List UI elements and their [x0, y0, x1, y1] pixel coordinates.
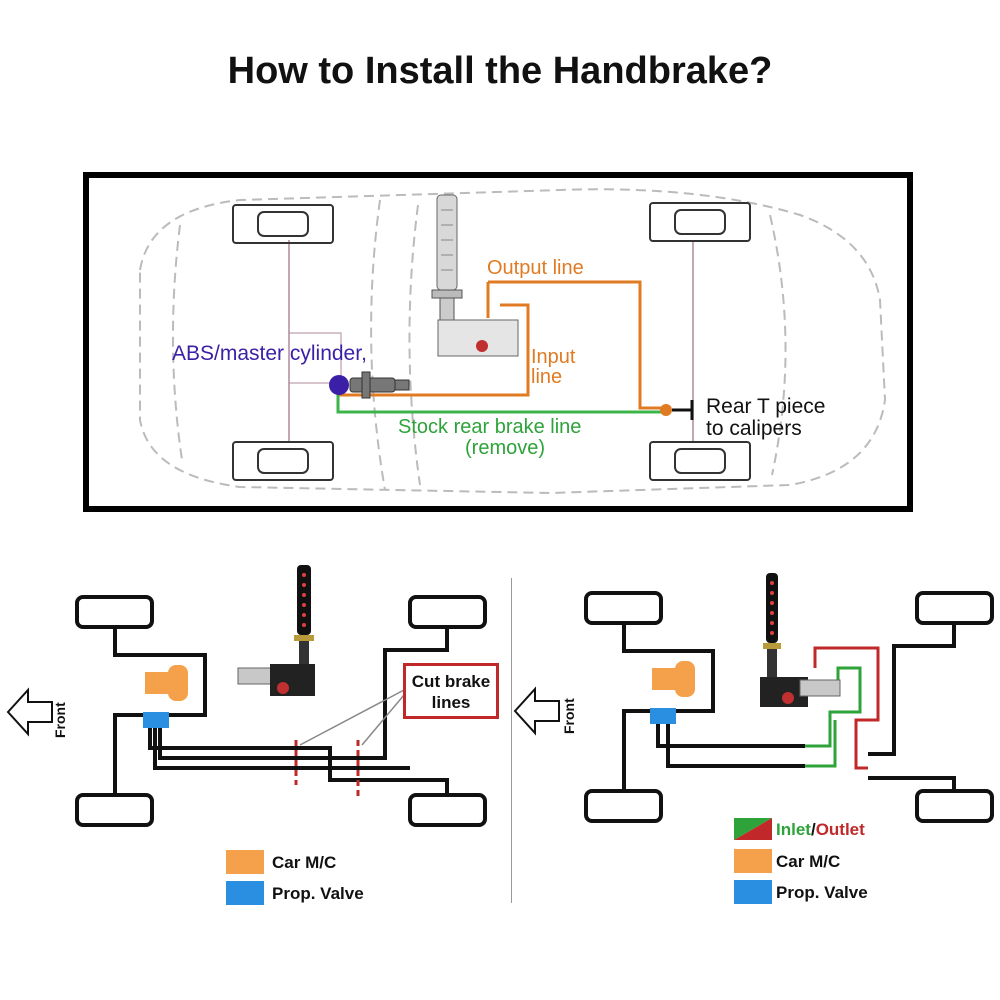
car-outline [139, 188, 887, 495]
br-legend-car-mc-label: Car M/C [776, 852, 841, 871]
output-line-label: Output line [487, 257, 584, 279]
abs-master-cylinder-icon [329, 375, 349, 395]
br-outlet-line [813, 646, 880, 770]
bl-legend-car-mc-swatch [226, 850, 264, 874]
br-inlet-line [805, 666, 862, 748]
wheel-rear-right [649, 441, 751, 481]
wheel-front-left [232, 204, 334, 244]
br-legend-car-mc-swatch [734, 849, 772, 873]
inlet-label: Inlet [776, 820, 811, 839]
bl-wheel-fl [75, 595, 154, 629]
wheel-front-right [232, 441, 334, 481]
br-wheel-rr [915, 789, 994, 823]
input-line-label: Input line [531, 346, 576, 388]
bl-cut-pointers [299, 689, 405, 746]
to-calipers-label: to calipers [706, 417, 802, 440]
panel-divider [511, 578, 512, 903]
br-car-mc-icon [652, 668, 682, 690]
br-front-label: Front [561, 698, 577, 734]
inlet-outlet-swatch-icon [734, 818, 772, 840]
inlet-outlet-separator: / [810, 820, 816, 839]
bl-wheel-fr [408, 595, 487, 629]
br-front-arrow-icon [513, 686, 560, 736]
bottom-right-chassis [584, 591, 994, 823]
t-connector-icon [672, 400, 694, 420]
bl-legend-prop-valve-swatch [226, 881, 264, 905]
handbrake-bl-icon [237, 565, 315, 696]
br-prop-valve-icon [650, 708, 676, 724]
outlet-label: Outlet [815, 820, 865, 839]
input-line [338, 303, 530, 397]
br-wheel-rl [584, 789, 663, 823]
br-wheel-fl [584, 591, 663, 625]
master-cylinder-icon [349, 371, 410, 399]
handbrake-top-icon [431, 194, 519, 357]
rear-t-piece-icon [660, 404, 672, 416]
bl-legend-prop-valve-label: Prop. Valve [272, 884, 364, 903]
rear-t-piece-label: Rear T piece [706, 395, 826, 418]
bl-front-arrow-icon [6, 687, 53, 737]
bl-wheel-rl [75, 793, 154, 827]
bottom-left-chassis [75, 595, 487, 827]
abs-lines [288, 332, 342, 384]
abs-master-cylinder-label: ABS/master cylinder, [172, 342, 367, 365]
br-legend-inlet-outlet: Inlet/Outlet [776, 820, 865, 840]
wheel-rear-left [649, 202, 751, 242]
br-wheel-fr [915, 591, 994, 625]
bl-front-label: Front [52, 702, 68, 738]
bl-wheel-rr [408, 793, 487, 827]
stock-brake-line-label: Stock rear brake line [398, 416, 582, 438]
bl-car-mc-icon [145, 672, 175, 694]
remove-label: (remove) [465, 437, 546, 459]
cut-brake-lines-label: Cut brake lines [403, 663, 499, 719]
page-title: How to Install the Handbrake? [227, 50, 773, 92]
output-line [488, 280, 668, 410]
handbrake-br-icon [760, 573, 841, 707]
bl-prop-valve-icon [143, 712, 169, 728]
bl-cut-marks [294, 740, 360, 800]
bl-legend-car-mc-label: Car M/C [272, 853, 337, 872]
br-legend-prop-valve-swatch [734, 880, 772, 904]
br-legend-prop-valve-label: Prop. Valve [776, 883, 868, 902]
